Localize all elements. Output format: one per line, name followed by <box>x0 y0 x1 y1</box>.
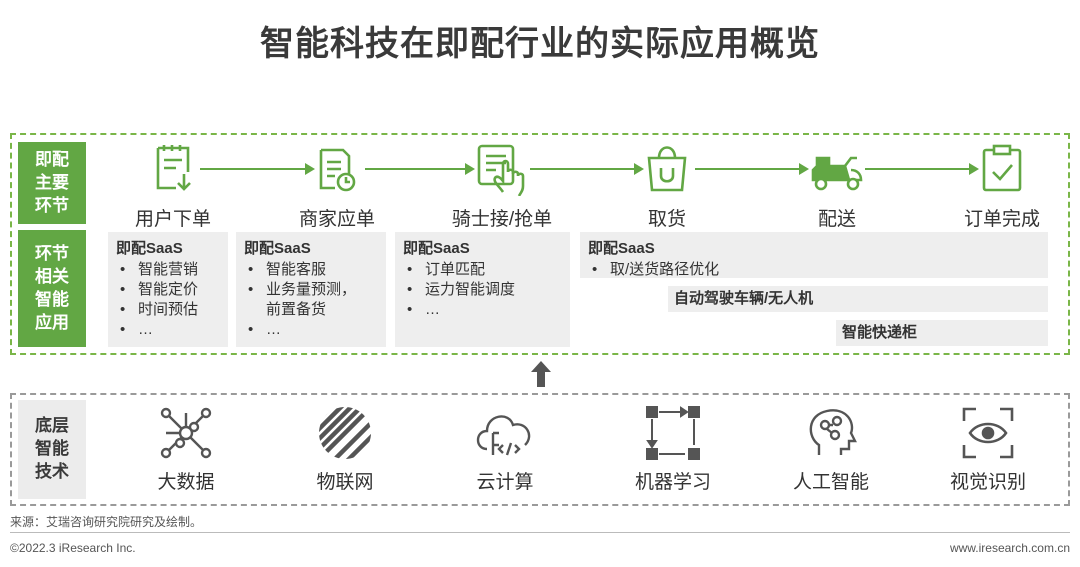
main-steps-panel <box>10 133 1070 355</box>
step-label: 商家应单 <box>298 209 375 230</box>
flow-arrow <box>695 163 809 175</box>
app-box: 即配SaaS 智能客服 业务量预测， 前置备货 … <box>236 232 386 347</box>
list-item: 运力智能调度 <box>403 280 562 300</box>
list-item: 订单匹配 <box>403 260 562 280</box>
app-box-heading: 即配SaaS <box>588 240 655 257</box>
smart-locker-bar: 智能快递柜 <box>836 320 1048 346</box>
app-box-heading: 即配SaaS <box>244 240 311 257</box>
app-box: 即配SaaS 订单匹配 运力智能调度 … <box>395 232 570 347</box>
brain-head-icon <box>809 409 857 455</box>
list-item: … <box>403 300 562 320</box>
list-item: … <box>116 320 220 340</box>
app-box: 即配SaaS 取/送货路径优化 <box>580 232 1048 280</box>
list-item: 时间预估 <box>116 300 220 320</box>
tech-label: 视觉识别 <box>949 472 1026 493</box>
side-label-related-apps: 环节 相关 智能 应用 <box>18 230 86 347</box>
shopping-bag-icon <box>647 146 687 192</box>
step-label: 骑士接/抢单 <box>451 209 553 230</box>
network-nodes-icon <box>160 407 212 459</box>
flow-arrow <box>365 163 475 175</box>
copyright: ©2022.3 iResearch Inc. <box>10 541 136 555</box>
app-box-heading: 即配SaaS <box>116 240 183 257</box>
step-label: 配送 <box>817 209 856 230</box>
source-note: 来源：艾瑞咨询研究院研究及绘制。 <box>10 515 203 529</box>
clipboard-check-icon <box>982 144 1022 192</box>
side-label-base-tech: 底层 智能 技术 <box>18 400 86 499</box>
clipboard-download-icon <box>156 145 191 191</box>
app-box-heading: 即配SaaS <box>403 240 470 257</box>
base-tech-panel <box>10 393 1070 506</box>
eye-scan-icon <box>962 407 1014 459</box>
flow-arrow <box>865 163 979 175</box>
tech-label: 物联网 <box>316 472 374 493</box>
step-label: 订单完成 <box>963 209 1040 230</box>
step-label: 取货 <box>647 209 686 230</box>
tech-label: 大数据 <box>157 472 215 493</box>
squares-arrows-icon <box>646 406 700 460</box>
list-item: 智能定价 <box>116 280 220 300</box>
list-item: 业务量预测， 前置备货 <box>244 280 378 320</box>
side-label-main-steps: 即配 主要 环节 <box>18 142 86 224</box>
scooter-icon <box>811 156 863 191</box>
tech-label: 云计算 <box>476 472 534 493</box>
list-item: 智能客服 <box>244 260 378 280</box>
hand-tap-icon <box>477 144 525 196</box>
tech-label: 机器学习 <box>634 472 711 493</box>
flow-arrow <box>200 163 315 175</box>
document-clock-icon <box>319 148 356 192</box>
autonomous-vehicle-bar: 自动驾驶车辆/无人机 <box>668 286 1048 312</box>
app-box: 即配SaaS 智能营销 智能定价 时间预估 … <box>108 232 228 347</box>
up-arrow-icon <box>531 361 551 387</box>
flow-arrow <box>530 163 644 175</box>
list-item: 智能营销 <box>116 260 220 280</box>
list-item: … <box>244 320 378 340</box>
page-title: 智能科技在即配行业的实际应用概览 <box>260 24 820 64</box>
divider <box>10 532 1070 533</box>
website-link[interactable]: www.iresearch.com.cn <box>949 541 1070 555</box>
tech-label: 人工智能 <box>792 472 869 493</box>
striped-globe-icon <box>319 407 371 459</box>
step-label: 用户下单 <box>134 209 211 230</box>
cloud-code-icon <box>476 415 531 456</box>
list-item: 取/送货路径优化 <box>588 260 1040 280</box>
